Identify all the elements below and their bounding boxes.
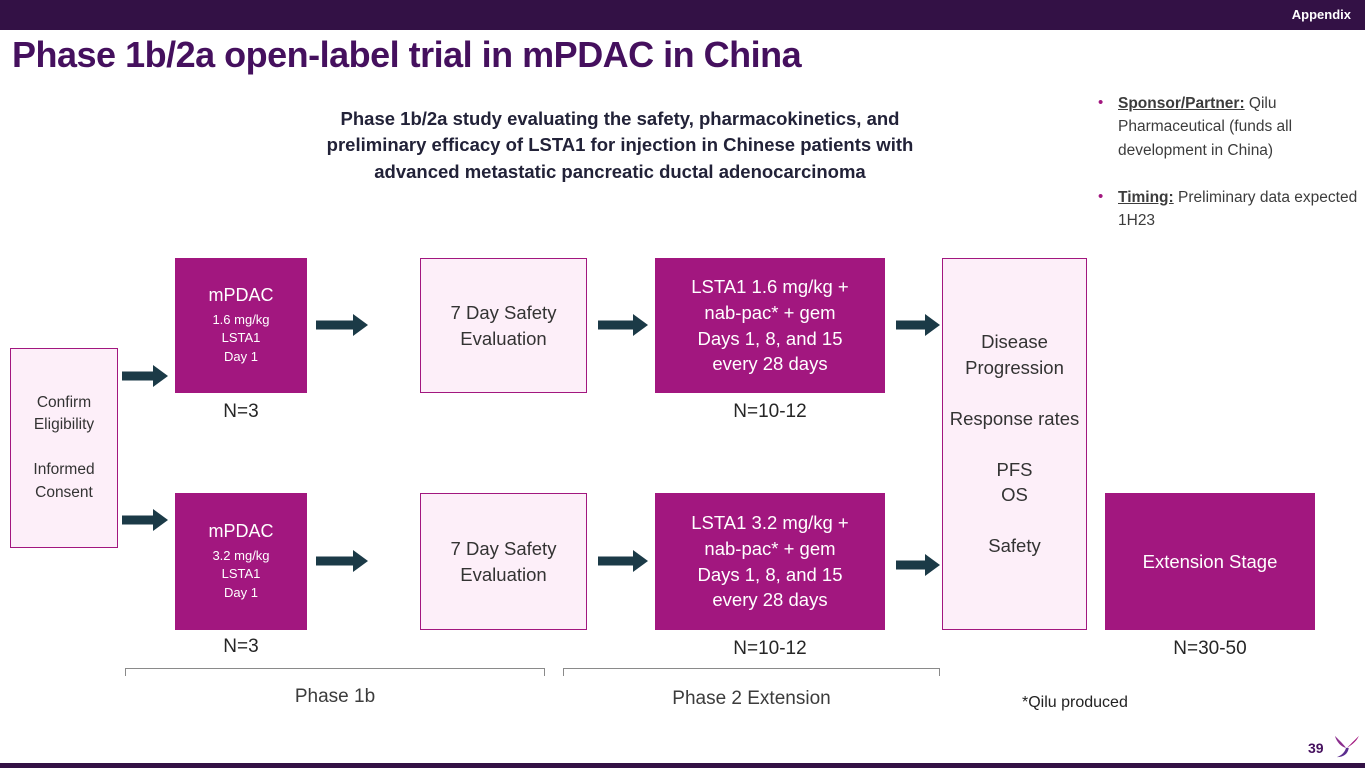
arrow-dose-to-safety-top-icon [316, 314, 368, 336]
dose-box-bottom-title: mPDAC [208, 521, 274, 542]
dose-box-top-details: 1.6 mg/kg LSTA1 Day 1 [212, 312, 270, 364]
side-bullet-list: • Sponsor/Partner: Qilu Pharmaceutical (… [1096, 92, 1360, 256]
bullet-dot-icon: • [1098, 94, 1104, 111]
treatment-box-top: LSTA1 1.6 mg/kg + nab-pac* + gem Days 1,… [655, 258, 885, 393]
page-number: 39 [1308, 740, 1324, 756]
n-label-extension: N=30-50 [1173, 638, 1247, 659]
bullet-timing: • Timing: Preliminary data expected 1H23 [1096, 186, 1360, 233]
dose-box-top: mPDAC 1.6 mg/kg LSTA1 Day 1 [175, 258, 307, 393]
arrow-safety-to-treatment-bottom-icon [598, 550, 648, 572]
arrow-confirm-to-dose-top-icon [122, 365, 168, 387]
arrow-safety-to-treatment-top-icon [598, 314, 648, 336]
study-description: Phase 1b/2a study evaluating the safety,… [326, 108, 914, 182]
bullet-sponsor-text: Qilu Pharmaceutical (funds all developme… [1118, 95, 1293, 159]
section-tab-appendix: Appendix [1291, 7, 1351, 22]
arrow-treatment-to-outcomes-bottom-icon [896, 554, 940, 576]
n-label-dose-top: N=3 [223, 401, 259, 422]
phase2-bracket [563, 668, 940, 676]
safety-box-top: 7 Day Safety Evaluation [420, 258, 587, 393]
bullet-timing-label: Timing: [1118, 188, 1174, 206]
bullet-sponsor-label: Sponsor/Partner: [1118, 95, 1245, 112]
confirm-eligibility-box: Confirm Eligibility Informed Consent [10, 348, 118, 548]
bullet-timing-text: Preliminary data expected 1H23 [1118, 188, 1358, 229]
arrow-dose-to-safety-bottom-icon [316, 550, 368, 572]
outcomes-box: Disease Progression Response rates PFS O… [942, 258, 1087, 630]
n-label-treatment-top: N=10-12 [733, 401, 807, 422]
footnote-qilu-produced: *Qilu produced [1022, 694, 1128, 711]
n-label-dose-bottom: N=3 [223, 636, 259, 657]
top-bar: Appendix [0, 0, 1365, 30]
hummingbird-logo-icon [1334, 735, 1359, 758]
treatment-box-bottom: LSTA1 3.2 mg/kg + nab-pac* + gem Days 1,… [655, 493, 885, 630]
bottom-bar [0, 763, 1365, 768]
page-title: Phase 1b/2a open-label trial in mPDAC in… [12, 34, 802, 75]
dose-box-bottom: mPDAC 3.2 mg/kg LSTA1 Day 1 [175, 493, 307, 630]
safety-box-bottom: 7 Day Safety Evaluation [420, 493, 587, 630]
phase1b-bracket [125, 668, 545, 676]
extension-stage-box: Extension Stage [1105, 493, 1315, 630]
bullet-dot-icon: • [1098, 187, 1104, 205]
dose-box-bottom-details: 3.2 mg/kg LSTA1 Day 1 [212, 548, 270, 600]
n-label-treatment-bottom: N=10-12 [733, 638, 807, 659]
dose-box-top-title: mPDAC [208, 285, 274, 306]
bullet-sponsor-partner: • Sponsor/Partner: Qilu Pharmaceutical (… [1096, 92, 1360, 162]
arrow-confirm-to-dose-bottom-icon [122, 509, 168, 531]
arrow-treatment-to-outcomes-top-icon [896, 314, 940, 336]
phase2-label: Phase 2 Extension [672, 688, 831, 709]
phase1b-label: Phase 1b [294, 686, 376, 707]
